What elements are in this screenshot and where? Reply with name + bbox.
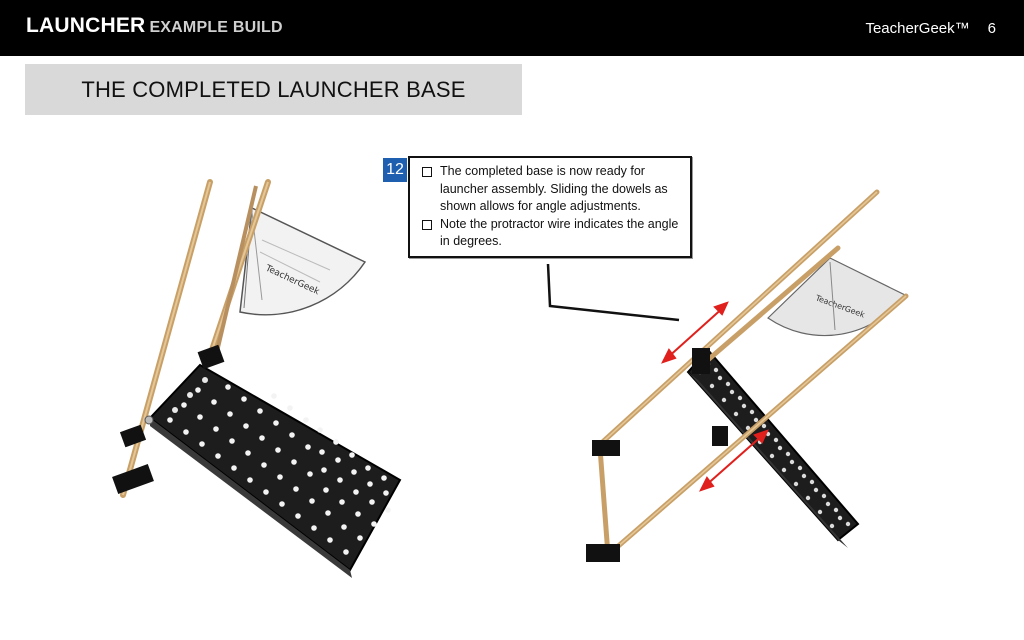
adjust-arrows: [661, 301, 769, 492]
section-title: THE COMPLETED LAUNCHER BASE: [81, 76, 466, 102]
title-main: LAUNCHER: [26, 14, 146, 37]
instruction-callout: The completed base is now ready for laun…: [408, 156, 692, 258]
list-item: Note the protractor wire indicates the a…: [418, 216, 684, 251]
page-number: 6: [987, 20, 996, 37]
callout-connector: [546, 263, 680, 322]
protractor-left: TeacherGeek: [239, 206, 367, 316]
checkbox-bullet-icon: [422, 167, 432, 177]
checkbox-bullet-icon: [422, 219, 432, 230]
launcher-base-upright-image: TeacherGeek: [112, 179, 402, 578]
bullet-text: The completed base is now ready for laun…: [440, 164, 668, 213]
instruction-list: The completed base is now ready for laun…: [410, 158, 690, 251]
launcher-base-tilted-image: TeacherGeek: [586, 189, 909, 562]
brand-name: TeacherGeek™: [865, 20, 970, 37]
bullet-text: Note the protractor wire indicates the a…: [440, 216, 679, 249]
header-right: TeacherGeek™ 6: [865, 20, 996, 37]
protractor-right: TeacherGeek: [767, 257, 906, 337]
list-item: The completed base is now ready for laun…: [418, 163, 684, 216]
section-title-box: THE COMPLETED LAUNCHER BASE: [25, 64, 522, 115]
title-sub: EXAMPLE BUILD: [149, 19, 283, 36]
step-number-badge: 12: [383, 158, 407, 182]
